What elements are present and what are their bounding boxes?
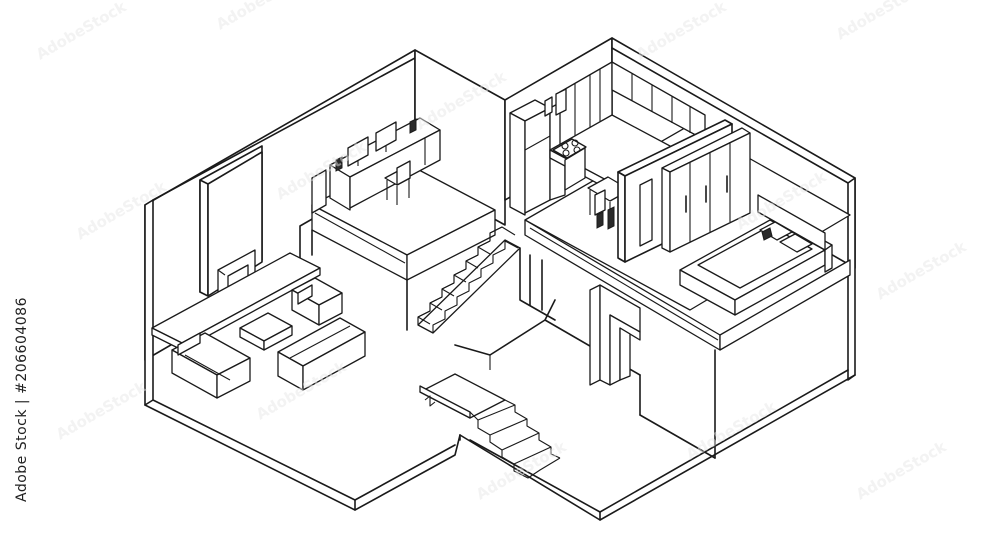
svg-text:AdobeStock: AdobeStock bbox=[873, 237, 970, 303]
stock-id-label: Adobe Stock | #206604086 bbox=[14, 297, 30, 503]
desk-chair bbox=[384, 160, 411, 205]
svg-text:AdobeStock: AdobeStock bbox=[683, 397, 780, 463]
svg-text:AdobeStock: AdobeStock bbox=[33, 0, 130, 63]
svg-text:AdobeStock: AdobeStock bbox=[853, 437, 950, 503]
svg-text:AdobeStock: AdobeStock bbox=[633, 0, 730, 63]
loft-office bbox=[311, 117, 496, 331]
stove bbox=[552, 138, 587, 191]
svg-text:AdobeStock: AdobeStock bbox=[53, 377, 150, 443]
partition-wall bbox=[617, 119, 751, 263]
svg-text:AdobeStock: AdobeStock bbox=[213, 0, 310, 33]
sofa-left bbox=[171, 332, 251, 399]
staircase-lower bbox=[419, 373, 561, 479]
living-room bbox=[151, 145, 366, 399]
coffee-table bbox=[239, 312, 293, 351]
support-columns bbox=[589, 284, 641, 386]
sofa-right bbox=[277, 317, 366, 391]
speaker-left bbox=[335, 156, 343, 172]
svg-text:AdobeStock: AdobeStock bbox=[833, 0, 930, 43]
armchair bbox=[291, 277, 343, 326]
bed bbox=[679, 194, 833, 316]
wardrobe bbox=[661, 127, 751, 253]
speaker-right bbox=[409, 118, 417, 134]
monitors bbox=[347, 121, 397, 167]
